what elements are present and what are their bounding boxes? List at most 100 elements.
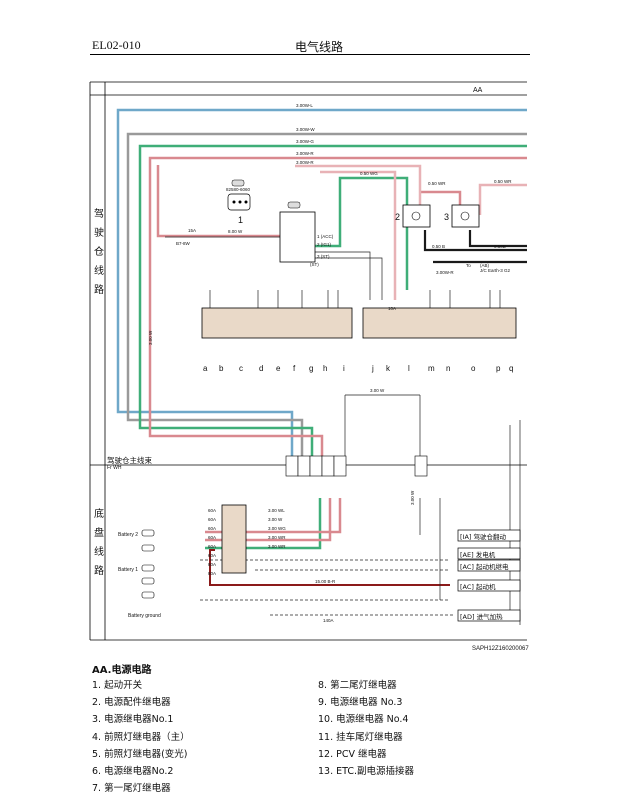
legend-item: 1. 起动开关 <box>92 680 143 691</box>
battery-label: Battery 1 <box>118 567 138 573</box>
fuse-letter: q <box>509 364 513 373</box>
wire-label: 3.00W-R <box>436 270 454 275</box>
fuse-letter: d <box>259 364 263 373</box>
misc-label: 10A <box>388 306 396 311</box>
fuse-letter: b <box>219 364 224 373</box>
chassis-ref: [IA] 驾驶仓翻动 <box>460 532 507 541</box>
diagram-frame <box>89 81 527 641</box>
legend-item: 2. 电源配件继电器 <box>92 697 171 709</box>
fusible-wire: 3.00 WL <box>268 508 285 513</box>
header-rule <box>90 54 530 55</box>
chassis-char: 线 <box>94 547 104 558</box>
battery-symbols <box>141 529 155 599</box>
fusible-wire: 3.00 WR <box>268 544 286 549</box>
misc-label: 140A <box>323 618 334 623</box>
chassis-char: 底 <box>94 509 104 520</box>
cab-char: 仓 <box>94 247 104 258</box>
fuse-letter: f <box>293 364 296 373</box>
relay-numbers: 1 2 3 <box>238 212 449 225</box>
connector-tag: (ST) <box>310 262 319 267</box>
wire-label: 3.00 W <box>410 490 415 505</box>
fusible-labels: 60A 60A 60A 60A 60A 60A 80A 80A 3.00 WL … <box>208 508 286 576</box>
fusible-value: 80A <box>208 571 216 576</box>
fuse-letter: h <box>323 364 327 373</box>
chassis-ref: [AC] 起动机 <box>460 582 496 591</box>
fuse-letter: o <box>471 364 476 373</box>
chassis-ref-labels: [IA] 驾驶仓翻动 [AE] 发电机 [AC] 起动机继电 [AC] 起动机 … <box>460 532 509 621</box>
fusible-wire: 3.00 WR <box>268 535 286 540</box>
fuse-letter: l <box>408 364 410 373</box>
connector-tag: (AB) <box>480 263 490 268</box>
fuse-letter: j <box>371 364 374 373</box>
chassis-ref: [AE] 发电机 <box>460 550 496 559</box>
wire-pink <box>295 164 527 300</box>
fuse-letter: p <box>496 364 501 373</box>
fuse-letter: k <box>386 364 391 373</box>
legend-item: 8. 第二尾灯继电器 <box>318 680 397 691</box>
legend-item: 5. 前照灯继电器(变光) <box>92 748 188 760</box>
fusible-value: 60A <box>208 517 216 522</box>
connector-tag: To <box>466 263 471 268</box>
fusible-value: 80A <box>208 562 216 567</box>
page-title: 电气线路 <box>295 40 344 54</box>
connector-tag: 82580-6060 <box>226 187 251 192</box>
wire-blue <box>116 108 527 470</box>
fusible-value: 60A <box>208 544 216 549</box>
chassis-ref: [AC] 起动机继电 <box>460 562 509 571</box>
fusible-value: 60A <box>208 553 216 558</box>
cab-char: 线 <box>94 266 104 277</box>
legend-item: 7. 第一尾灯继电器 <box>92 783 171 795</box>
wire-label: 3.00 W <box>370 388 385 393</box>
fusible-wire: 3.00 WG <box>268 526 286 531</box>
wire-gray <box>126 132 527 470</box>
harness-label: 驾驶仓主线束 <box>107 456 152 465</box>
wire-label: 3.00W-L <box>296 103 313 108</box>
legend-item: 10. 电源继电器 No.4 <box>318 714 409 726</box>
fuse-letter: i <box>343 364 345 373</box>
legend-title: AA.电源电路 <box>92 665 152 676</box>
page-code: EL02-010 <box>92 38 141 52</box>
fuse-letter: c <box>239 364 243 373</box>
battery-label: Battery 2 <box>118 532 138 538</box>
relay-number: 1 <box>238 215 243 225</box>
chassis-char: 路 <box>94 566 104 577</box>
chassis-ref: [AD] 进气加热 <box>460 612 503 621</box>
fusible-value: 60A <box>208 535 216 540</box>
fuse-letter: e <box>276 364 281 373</box>
cab-char: 驾 <box>94 209 104 220</box>
cab-char: 路 <box>94 285 104 296</box>
legend-item: 6. 电源继电器No.2 <box>92 766 174 778</box>
fuse-letter: n <box>446 364 450 373</box>
relay-number: 3 <box>444 212 449 222</box>
wire-label: 15.00 B-R <box>315 579 336 584</box>
legend-right: 8. 第二尾灯继电器 9. 电源继电器 No.3 10. 电源继电器 No.4 … <box>318 677 414 780</box>
fusible-link-block <box>221 504 247 574</box>
harness-sub: Fr WH <box>107 465 122 471</box>
aa-tag: AA <box>473 87 483 94</box>
wire-labels: 3.00W-L 3.00W-W 3.00W-G 3.00W-R 3.00W-R … <box>148 103 512 623</box>
wire-label: 0.50B <box>494 244 506 249</box>
misc-label: 3.00 W <box>148 330 153 345</box>
document-code: SAPH12Z160200067 <box>472 646 529 652</box>
misc-label: 8.00 W <box>228 229 243 234</box>
misc-label: 15A <box>188 228 196 233</box>
fuse-box <box>201 307 517 339</box>
harness-connectors <box>285 455 428 477</box>
cab-section-label: 驾 驶 仓 线 路 <box>92 205 106 300</box>
wire-label: 0.50 WG <box>360 171 378 176</box>
connector-tag: 3 (ST) <box>317 254 330 259</box>
relay-2 <box>402 204 431 228</box>
legend-item: 12. PCV 继电器 <box>318 748 387 760</box>
wire-label: 0.50 B <box>432 244 445 249</box>
battery-label: Battery ground <box>128 613 161 619</box>
fusible-wire: 3.00 W <box>268 517 283 522</box>
legend-item: 9. 电源继电器 No.3 <box>318 697 403 709</box>
wire-label: 0.50 WR <box>494 179 512 184</box>
chassis-section-label: 底 盘 线 路 <box>92 505 106 581</box>
connector-tag: 1 (ACC) <box>317 234 334 239</box>
connector-tag: 2 (IG1) <box>317 242 332 247</box>
ignition-switch <box>227 179 316 263</box>
fuse-letters: a b c d e f g h i j k l m n o p q <box>203 364 513 373</box>
chassis-char: 盘 <box>94 528 104 539</box>
